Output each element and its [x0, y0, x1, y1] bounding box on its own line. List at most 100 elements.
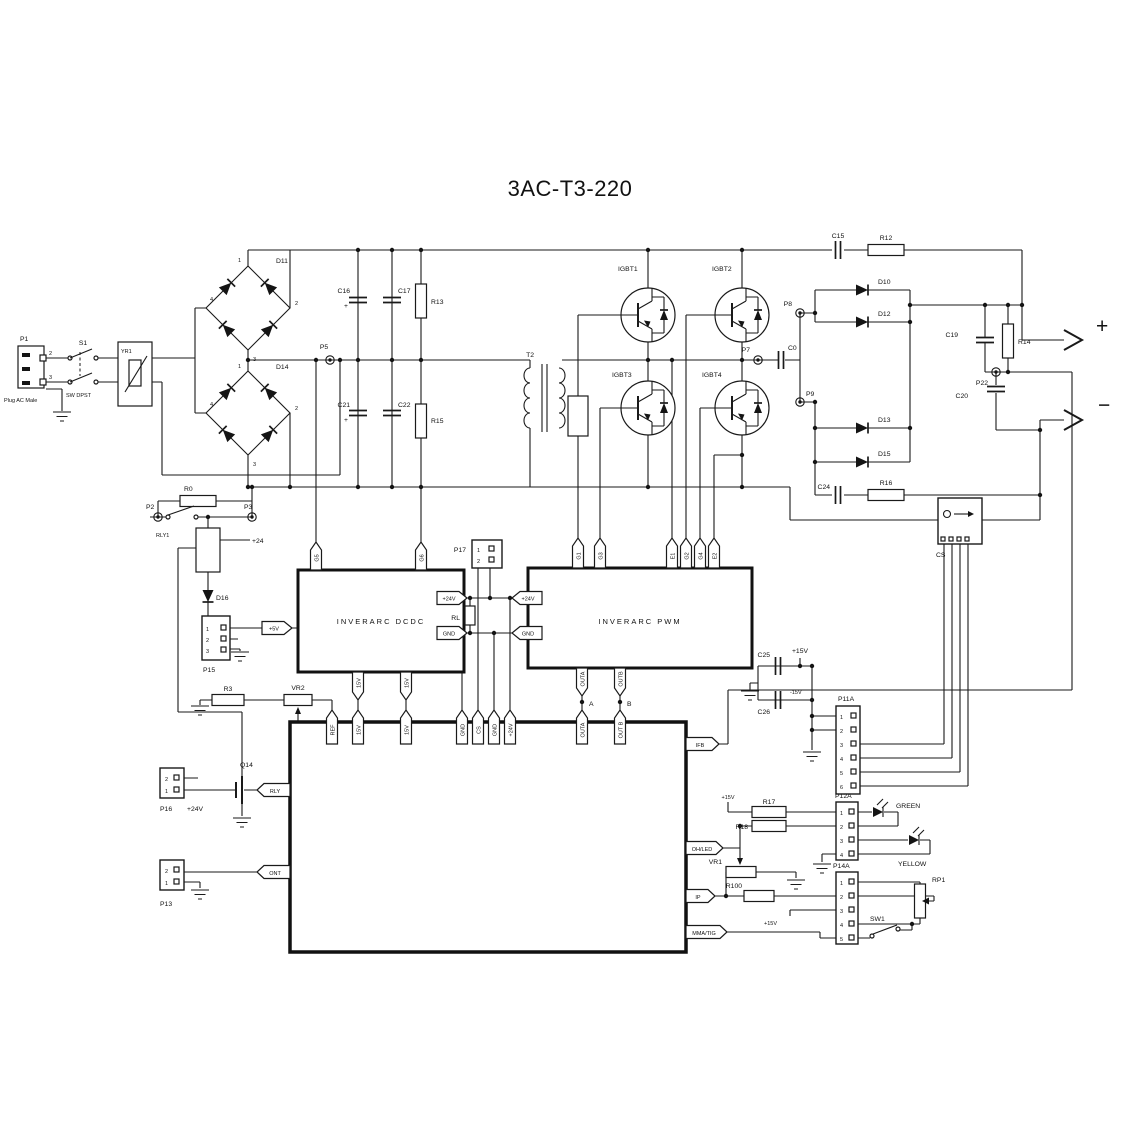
current-sensor-cs: [937, 497, 983, 545]
flag-ctl-cs: [471, 708, 485, 745]
flag-ctl-ref: [325, 708, 339, 745]
resistor-r13: [414, 283, 428, 319]
label-cs: CS: [936, 552, 946, 559]
label-rly1: RLY1: [156, 533, 169, 539]
dc-link: C16 + C17 R13 C21 + C22 R15 P5: [320, 283, 444, 439]
diode-d15-icon: [855, 455, 869, 469]
flag-pwm-outb: [613, 667, 627, 698]
label-ctl-ifb: IFB: [696, 743, 705, 749]
flag-dcdc-24v: [436, 590, 468, 606]
green-led-icon: [872, 798, 889, 818]
label-dcdc-15v-b: 15V: [405, 678, 411, 688]
label-node-b: B: [627, 701, 632, 708]
label-p17: P17: [454, 547, 466, 554]
flag-pwm-gnd: [511, 625, 543, 641]
pwm-module: INVERARC PWM G1 G3 E1 G2 G4 E2 +24V GND …: [511, 536, 754, 708]
relay-rl: [464, 605, 476, 626]
label-yr1: YR1: [121, 349, 132, 355]
label-sw-dpst: SW DPST: [66, 393, 92, 399]
label-d11-pin2: 2: [295, 301, 298, 307]
ground-p15-icon: [230, 651, 250, 662]
ground-p12a-icon: [812, 863, 832, 874]
flag-ctl-ip: [685, 888, 716, 904]
switch-s1: [67, 348, 99, 385]
label-ctl-cs: CS: [477, 726, 483, 734]
label-vr2: VR2: [291, 685, 304, 692]
label-ctl-gnd2: GND: [493, 724, 499, 736]
label-c16-plus: +: [344, 303, 348, 310]
label-yellow: YELLOW: [898, 861, 927, 868]
label-igbt4: IGBT4: [702, 372, 722, 379]
flag-pwm-outa: [575, 667, 589, 698]
p15-pin1: 1: [206, 627, 209, 633]
label-ctl-outb: OUT B: [619, 721, 625, 738]
flag-dcdc-15v-a: [351, 671, 365, 702]
label-r0: R0: [184, 486, 193, 493]
label-p11a: P11A: [838, 696, 855, 703]
p12a-pin1: 1: [840, 811, 843, 817]
diode-d16-icon: [201, 589, 215, 603]
igbt3-icon: [620, 380, 676, 436]
ground-psu-icon: [740, 690, 760, 701]
dcdc-module: INVERARC DCDC G5 G6 +24V GND 15V 15V: [296, 540, 468, 702]
p11a-connector: P11A 1 2 3 4 5 6: [835, 696, 861, 795]
p11a-pin5: 5: [840, 771, 843, 777]
label-ctl-ip: IP: [695, 895, 701, 901]
label-c16: C16: [338, 288, 351, 295]
label-p1-pin2: 2: [49, 351, 52, 357]
label-r3: R3: [224, 686, 233, 693]
label-p9: P9: [806, 391, 815, 398]
flag-ctl-15v-a: [351, 708, 365, 745]
label-pwm-outb: OUTB: [619, 671, 625, 687]
label-ctl-ohled: OH/LED: [692, 847, 713, 853]
bridge-rectifier-d11: D11 1 2 3 4: [205, 258, 298, 363]
label-pwm-g1: G1: [577, 552, 583, 559]
output-rectifier: C15 R12 D10 D12 D13 D15 C24 R16 C19 R14 …: [818, 233, 1111, 559]
label-r100: R100: [726, 883, 742, 890]
label-c0: C0: [788, 345, 797, 352]
control-board: REF 15V 15V GND CS GND +24V OUTA OUT B R…: [256, 708, 728, 954]
resistor-r14: [1001, 323, 1015, 359]
label-c21: C21: [338, 402, 351, 409]
label-ctl-15v-a: 15V: [357, 725, 363, 735]
label-r13: R13: [431, 299, 444, 306]
flag-dcdc-gnd: [436, 625, 468, 641]
label-green: GREEN: [896, 803, 920, 810]
diode-d13-icon: [855, 421, 869, 435]
flag-ctl-rly: [256, 782, 291, 798]
p17-pin1: 1: [477, 548, 480, 554]
label-c19: C19: [946, 332, 959, 339]
label-pwm-24v: +24V: [522, 597, 535, 603]
flag-ctl-gnd1: [455, 708, 469, 745]
label-rp1: RP1: [932, 877, 945, 884]
resistor-r0: [179, 494, 217, 508]
label-r16: R16: [880, 480, 893, 487]
ground-p11a-icon: [802, 751, 822, 762]
schematic-title: 3AC-T3-220: [508, 176, 633, 201]
label-dcdc-15v-a: 15V: [357, 678, 363, 688]
label-dcdc-24v: +24V: [443, 597, 456, 603]
resistor-r18: [751, 819, 787, 833]
switch-sw1: [869, 924, 901, 939]
output-minus-arrow-icon: [1063, 409, 1085, 431]
label-p5: P5: [320, 344, 329, 351]
label-p3: P3: [244, 504, 253, 511]
resistor-r17: [751, 805, 787, 819]
ground-vr1-icon: [786, 879, 806, 890]
label-p14a: P14A: [833, 863, 850, 870]
p11a-pin4: 4: [840, 757, 843, 763]
label-q14: Q14: [240, 762, 253, 769]
label-rl: RL: [451, 615, 460, 622]
flag-ctl-outa: [575, 708, 589, 745]
label-d14-pin4: 4: [210, 402, 213, 408]
label-ctl-15v-b: 15V: [405, 725, 411, 735]
front-panel-section: +15V R17 R18 P12A 1 2 3 4 GREEN YELLOW V…: [709, 793, 945, 945]
flag-pwm-e2: [707, 536, 721, 569]
label-ctl-outa: OUTA: [581, 722, 587, 737]
precharge-relay: R0 P2 P3 RLY1 +24 D16: [146, 486, 264, 603]
p16-pin2: 2: [165, 777, 168, 783]
label-pwm-g2: G2: [685, 552, 691, 559]
junction-dots: [205, 247, 1043, 927]
flag-ctl-24v: [503, 708, 517, 745]
flag-plus5v: [261, 620, 293, 636]
